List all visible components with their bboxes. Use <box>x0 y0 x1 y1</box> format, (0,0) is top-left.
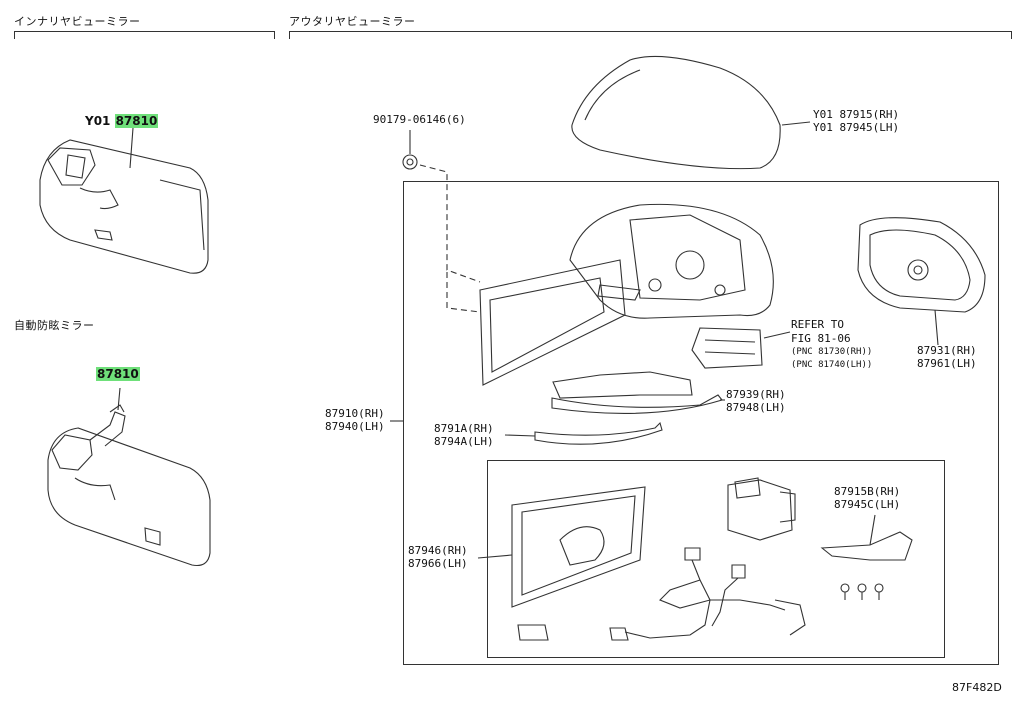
mirror-housing-drawing <box>479 203 774 386</box>
refer-fig-link[interactable]: FIG 81-06 <box>791 332 851 345</box>
mirror-assy-lh-part-number[interactable]: 87940(LH) <box>325 420 385 433</box>
auto-dim-part-number: 87810 <box>96 367 140 381</box>
cover-lh-part-number[interactable]: Y01 87945(LH) <box>813 121 900 134</box>
cover-rh-part-number[interactable]: Y01 87915(RH) <box>813 108 900 121</box>
mirror-cover-drawing <box>571 55 781 170</box>
auto-dim-leader <box>117 387 121 411</box>
exterior-mirror-assembly-box <box>403 181 999 665</box>
strip-rh-part-number[interactable]: 8791A(RH) <box>434 422 494 435</box>
strip-lh-part-number[interactable]: 8794A(LH) <box>434 435 494 448</box>
screw-drawing <box>402 130 418 170</box>
interior-leader <box>129 127 134 169</box>
wire-harness-drawing <box>609 547 806 641</box>
turn-signal-drawing <box>691 327 763 369</box>
exterior-mirror-section-title: アウタリヤビューミラー <box>289 15 416 28</box>
pnc-lh-label: (PNC 81740(LH)) <box>791 360 873 370</box>
interior-part-prefix: Y01 <box>85 114 111 128</box>
lower-cover-drawing <box>820 531 913 561</box>
figure-code: 87F482D <box>952 681 1002 694</box>
mirror-glass-drawing <box>511 486 646 608</box>
pnc-rh-label: (PNC 81730(RH)) <box>791 347 873 357</box>
cover-leader <box>781 121 811 126</box>
auto-dimming-mirror-drawing <box>47 404 211 567</box>
garnish-lh-part-number[interactable]: 87948(LH) <box>726 401 786 414</box>
mirror-assy-rh-part-number[interactable]: 87910(RH) <box>325 407 385 420</box>
auto-dimming-section-title: 自動防眩ミラー <box>14 319 95 332</box>
small-screws-drawing <box>840 583 884 600</box>
interior-mirror-drawing <box>39 139 209 274</box>
interior-mirror-part-number: Y01 87810 <box>85 114 159 128</box>
frame-rh-part-number[interactable]: 87931(RH) <box>917 344 977 357</box>
glass-rh-part-number[interactable]: 87946(RH) <box>408 544 468 557</box>
exterior-mirror-bracket <box>289 31 1012 39</box>
garnish-drawing <box>551 371 723 414</box>
actuator-drawing <box>727 477 796 541</box>
sub-b-rh-part-number[interactable]: 87915B(RH) <box>834 485 901 498</box>
mirror-subassembly-box <box>487 460 945 658</box>
refer-to-label: REFER TO <box>791 318 844 331</box>
auto-dim-part-number-highlight[interactable]: 87810 <box>96 367 140 381</box>
garnish-rh-part-number[interactable]: 87939(RH) <box>726 388 786 401</box>
frame-drawing <box>857 217 986 313</box>
clip-drawing <box>517 624 549 641</box>
glass-lh-part-number[interactable]: 87966(LH) <box>408 557 468 570</box>
interior-mirror-bracket <box>14 31 275 39</box>
frame-lh-part-number[interactable]: 87961(LH) <box>917 357 977 370</box>
interior-mirror-section-title: インナリヤビューミラー <box>14 15 141 28</box>
interior-part-number-highlight[interactable]: 87810 <box>114 114 159 128</box>
strip-drawing <box>534 421 663 445</box>
screw-part-number[interactable]: 90179-06146(6) <box>373 113 466 126</box>
sub-c-lh-part-number[interactable]: 87945C(LH) <box>834 498 901 511</box>
